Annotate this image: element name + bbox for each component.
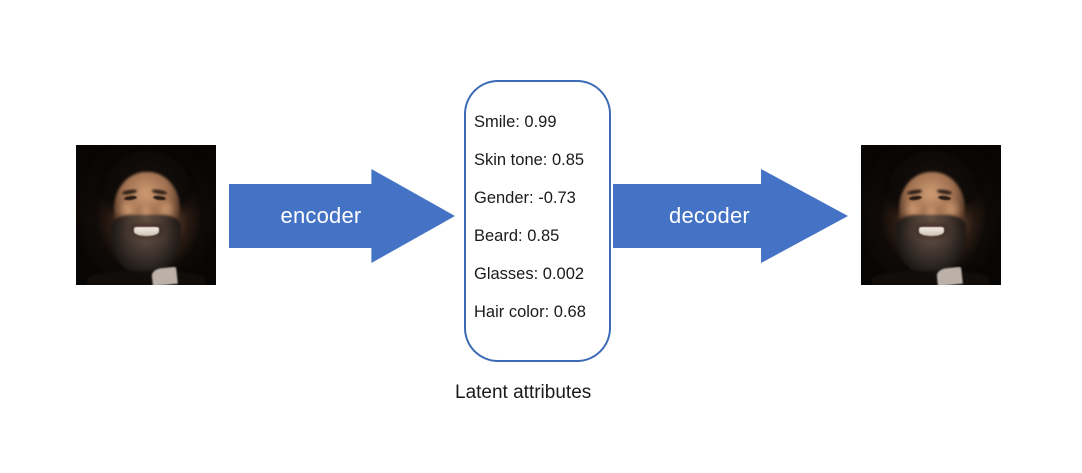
latent-bracket-left <box>464 80 538 362</box>
latent-bracket-right <box>537 80 611 362</box>
decoder-arrow-label: decoder <box>669 203 750 228</box>
latent-attribute-gender: Gender: -0.73 <box>474 189 576 207</box>
latent-attribute-glasses: Glasses: 0.002 <box>474 265 585 283</box>
latent-attribute-skin-tone: Skin tone: 0.85 <box>474 151 585 169</box>
latent-attributes-caption: Latent attributes <box>455 382 592 403</box>
teeth <box>919 226 945 236</box>
shoulder <box>872 271 990 285</box>
latent-attribute-list: Smile: 0.99 Skin tone: 0.85 Gender: -0.7… <box>474 114 586 321</box>
latent-attribute-hair-color: Hair color: 0.68 <box>474 303 586 321</box>
shirt-collar <box>935 266 963 285</box>
shirt-collar <box>150 266 178 285</box>
decoder-arrow[interactable]: decoder <box>613 169 848 263</box>
latent-attribute-smile: Smile: 0.99 <box>474 113 557 131</box>
latent-attribute-beard: Beard: 0.85 <box>474 227 560 245</box>
encoder-arrow-label: encoder <box>280 203 362 228</box>
encoder-arrow[interactable]: encoder <box>229 169 455 263</box>
teeth <box>134 226 160 236</box>
shoulder <box>87 271 205 285</box>
output-face-photo <box>861 145 1001 285</box>
input-face-photo <box>76 145 216 285</box>
